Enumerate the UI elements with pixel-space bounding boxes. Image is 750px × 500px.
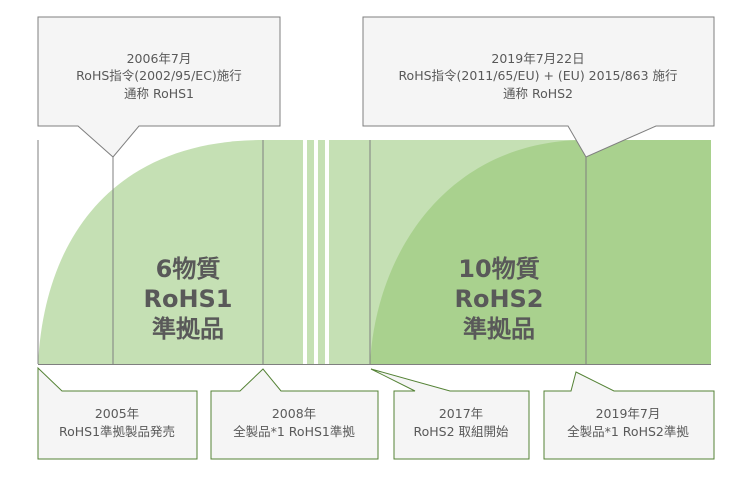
callout-2019-07	[543, 371, 715, 460]
callout-text: 通称 RoHS2	[503, 86, 573, 101]
phase-label: 6物質	[156, 255, 221, 283]
callout-2019-07-22	[362, 16, 715, 158]
callout-2008	[210, 368, 379, 460]
phase-label: 準拠品	[463, 315, 535, 343]
phase-label: RoHS1	[143, 285, 232, 313]
timeline-break	[303, 140, 329, 365]
callout-text: 全製品*1 RoHS2準拠	[567, 424, 689, 439]
callout-text: 2017年	[439, 406, 483, 421]
callout-text: RoHS指令(2011/65/EU) + (EU) 2015/863 施行	[398, 68, 677, 83]
callout-2006	[37, 16, 281, 158]
callout-text: 2019年7月22日	[491, 51, 584, 66]
phase-label: 10物質	[458, 255, 539, 283]
callout-2017	[370, 368, 530, 460]
svg-text:2008年全製品*1 RoHS1準拠: 2008年全製品*1 RoHS1準拠	[233, 406, 355, 439]
milestone-lines	[37, 140, 711, 365]
callout-2005	[37, 366, 198, 460]
callout-text: 2019年7月	[596, 406, 661, 421]
svg-text:2019年7月全製品*1 RoHS2準拠: 2019年7月全製品*1 RoHS2準拠	[567, 406, 689, 439]
callout-text: RoHS1準拠製品発売	[59, 424, 175, 439]
callout-text: 2005年	[95, 406, 139, 421]
callout-text: 2008年	[272, 406, 316, 421]
callout-text: RoHS2 取組開始	[413, 424, 509, 439]
callout-text: 通称 RoHS1	[124, 86, 194, 101]
callout-text: RoHS指令(2002/95/EC)施行	[76, 68, 242, 83]
callout-text: 2006年7月	[127, 51, 192, 66]
phase-label: 準拠品	[152, 315, 224, 343]
phase-label: RoHS2	[454, 285, 543, 313]
rohs2-area	[370, 140, 711, 364]
callout-text: 全製品*1 RoHS1準拠	[233, 424, 355, 439]
